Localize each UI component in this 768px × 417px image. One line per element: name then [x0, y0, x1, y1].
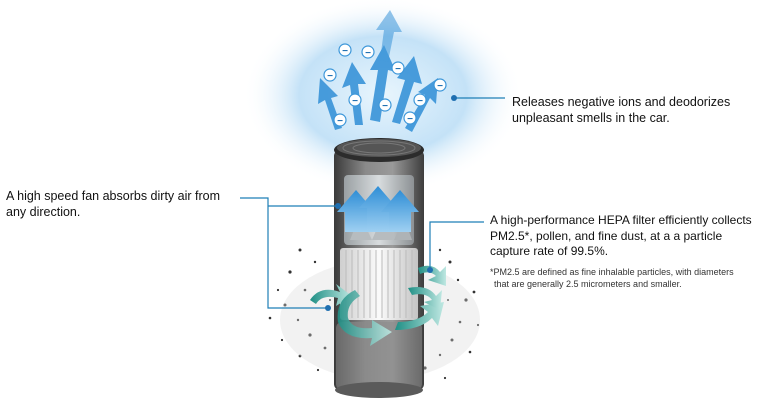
callout-text: any direction. — [6, 205, 81, 220]
ion-symbol: − — [337, 116, 343, 127]
ion-minus-signs: − − − − − − − − − − — [327, 46, 443, 127]
callout-negative-ions: Releases negative ions and deodorizes un… — [512, 94, 762, 127]
callout-text: A high-performance HEPA filter efficient… — [490, 213, 752, 227]
intake-swirl-arrows — [310, 265, 446, 346]
ion-symbol: − — [352, 96, 358, 107]
footnote-text: *PM2.5 are defined as fine inhalable par… — [490, 267, 734, 277]
callout-hepa-filter: A high-performance HEPA filter efficient… — [490, 213, 768, 260]
fan-airflow-arrows — [337, 186, 419, 232]
ion-symbol: − — [327, 71, 333, 82]
ion-symbol: − — [407, 114, 413, 125]
callout-text: Releases negative ions and deodorizes — [512, 95, 731, 109]
callout-text: PM2.5*, pollen, and fine dust, at a a pa… — [490, 228, 723, 243]
ion-symbol: − — [365, 48, 371, 59]
pm25-footnote: *PM2.5 are defined as fine inhalable par… — [490, 266, 768, 290]
callout-fan: A high speed fan absorbs dirty air from … — [6, 188, 246, 221]
callout-text: unpleasant smells in the car. — [512, 111, 670, 126]
callout-lines — [240, 97, 505, 309]
ion-symbol: − — [417, 96, 423, 107]
ion-symbol: − — [342, 46, 348, 57]
ion-symbol: − — [395, 64, 401, 75]
negative-ions — [323, 43, 447, 127]
callout-dots — [325, 95, 457, 311]
ion-symbol: − — [437, 81, 443, 92]
footnote-text: that are generally 2.5 micrometers and s… — [494, 279, 682, 290]
callout-text: capture rate of 99.5%. — [490, 244, 609, 259]
ion-symbol: − — [382, 101, 388, 112]
purifier-device — [334, 138, 424, 398]
callout-text: A high speed fan absorbs dirty air from — [6, 189, 221, 203]
